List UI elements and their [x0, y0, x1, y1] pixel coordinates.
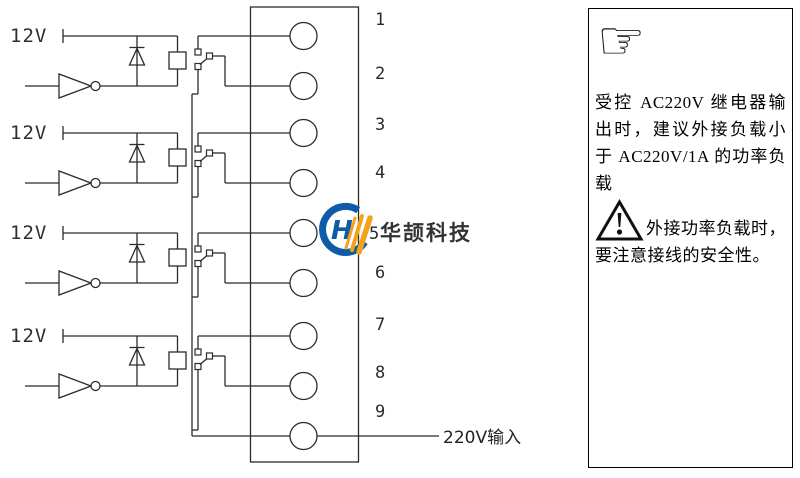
note-panel: ☞ 受控 AC220V 继电器输出时，建议外接负载小于 AC220V/1A 的功…: [588, 8, 793, 468]
mains-input-label: 220V输入: [443, 428, 521, 448]
huajie-watermark: H 华颉科技: [319, 203, 472, 256]
terminal-circle-7: [289, 321, 318, 351]
brand-text: 华颉科技: [380, 221, 472, 245]
terminal-number: 4: [375, 163, 385, 183]
terminal-circle-3: [289, 118, 318, 148]
terminal-circle-4: [289, 168, 318, 198]
terminal-number: 8: [375, 363, 385, 383]
terminal-circle-1: [289, 21, 318, 51]
terminal-number: 1: [375, 10, 385, 30]
supply-label-4: 12V: [10, 325, 47, 347]
terminal-block: [249, 6, 360, 463]
terminal-number: 9: [375, 402, 385, 422]
terminal-circle-2: [289, 71, 318, 101]
terminal-circle-8: [289, 371, 318, 401]
terminal-number: 3: [375, 115, 385, 135]
supply-label-3: 12V: [10, 222, 47, 244]
terminal-circle-9: [289, 421, 318, 451]
warning-triangle-icon: [595, 199, 644, 241]
terminal-number: 2: [375, 64, 385, 84]
common-220v-bus: [191, 69, 290, 437]
note-text-1: 受控 AC220V 继电器输出时，建议外接负载小于 AC220V/1A 的功率负…: [595, 93, 786, 193]
terminal-number: 5: [369, 224, 379, 244]
relay-circuit-diagram: 12V 12V 12V 12V 1 2 3 4 5 6 7 8 9: [10, 6, 521, 463]
logo-j-strokes: [344, 214, 373, 255]
supply-label-2: 12V: [10, 122, 47, 144]
supply-label-1: 12V: [10, 25, 47, 47]
terminal-numbers: 1 2 3 4 5 6 7 8 9: [369, 10, 385, 422]
note-text-2-label: 外接功率负载时，要注意接线的安全性。: [595, 219, 786, 265]
terminal-circle-6: [289, 268, 318, 298]
note-text-2: 外接功率负载时，要注意接线的安全性。: [595, 199, 786, 269]
terminal-number: 7: [375, 315, 385, 335]
pointing-hand-icon: ☞: [597, 9, 646, 72]
terminal-circle-5: [289, 218, 318, 248]
terminal-number: 6: [375, 263, 385, 283]
